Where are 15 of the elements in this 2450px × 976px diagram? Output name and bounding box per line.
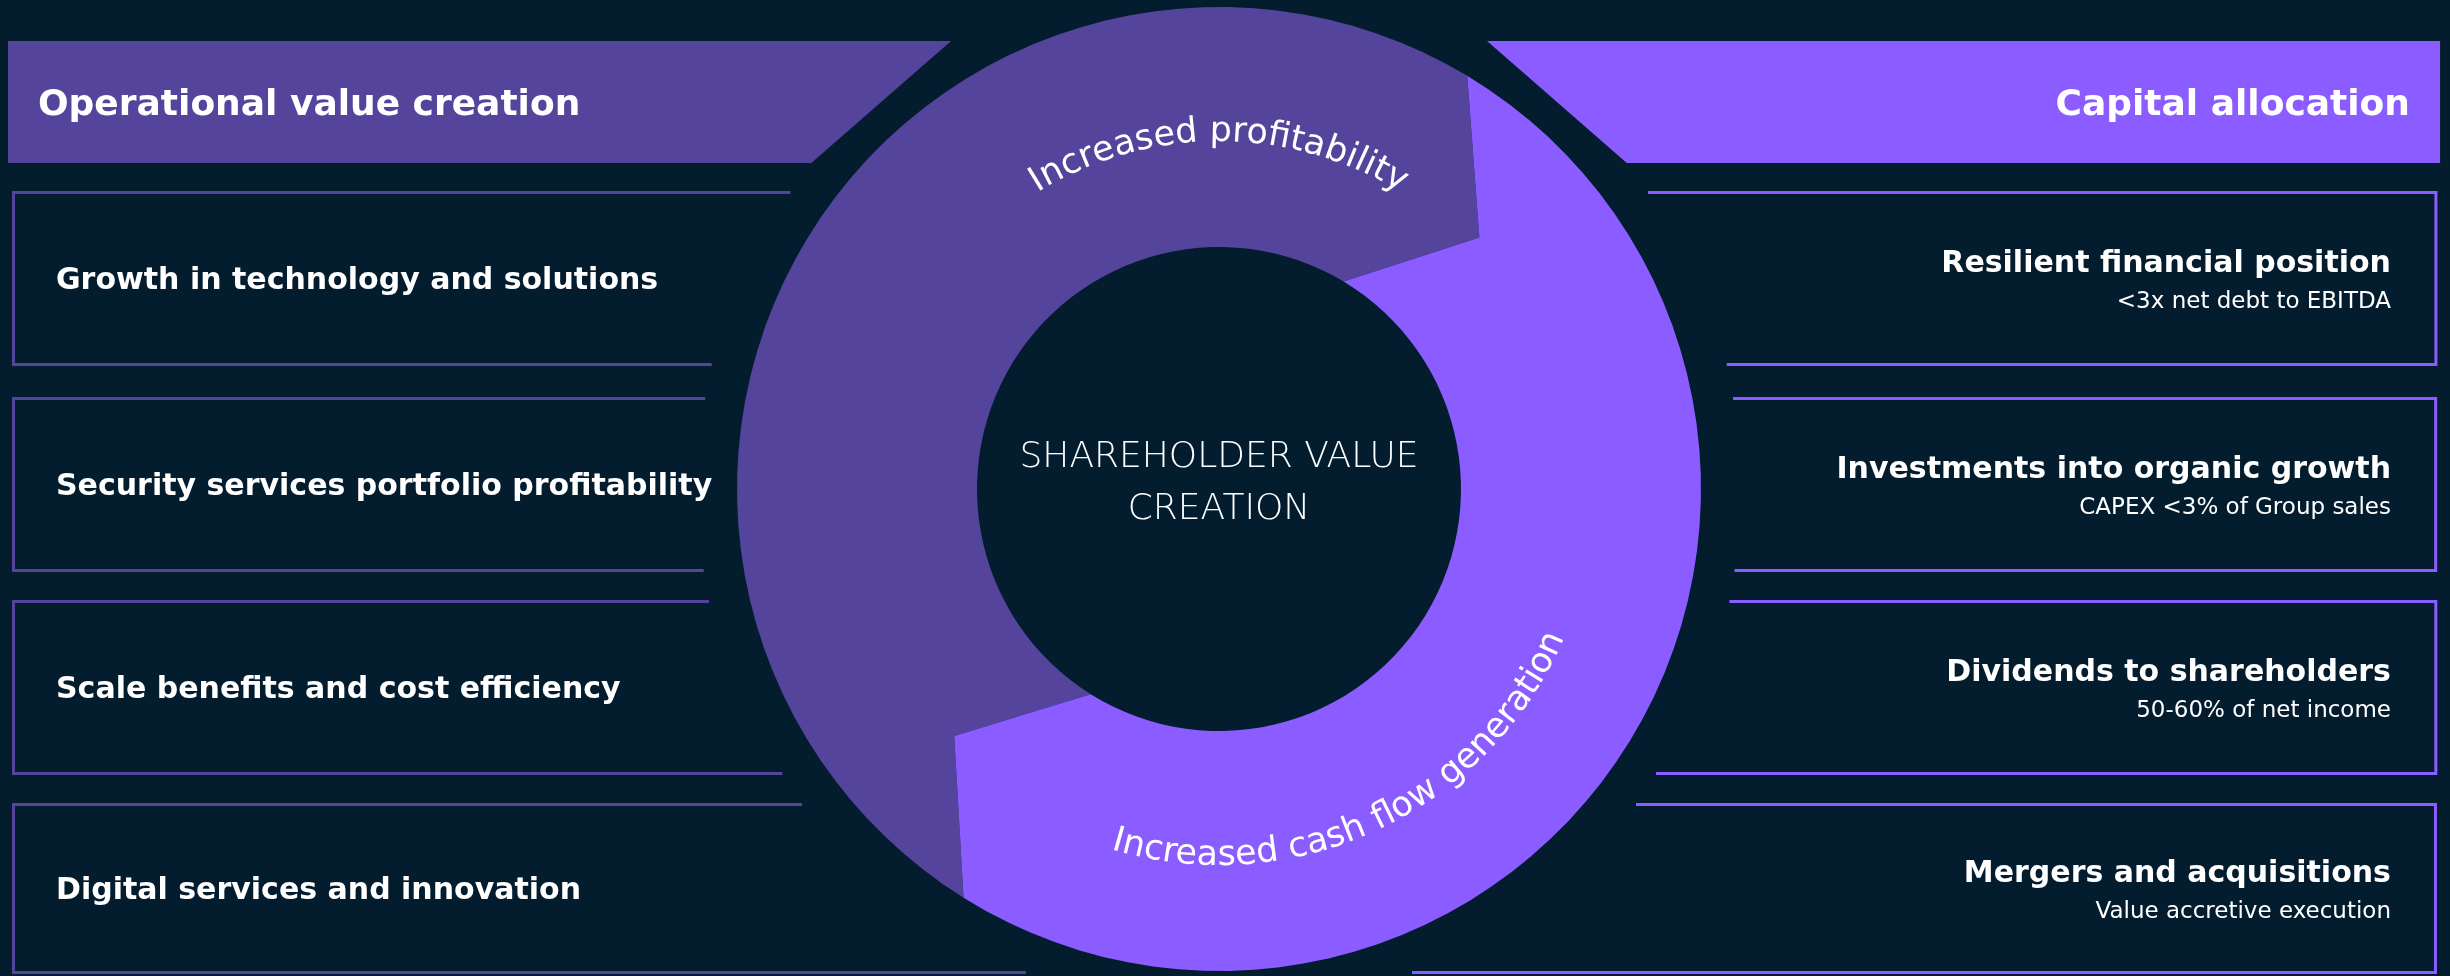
item-title: Dividends to shareholders [1946, 653, 2391, 688]
item-title: Mergers and acquisitions [1963, 854, 2391, 889]
item-note: CAPEX <3% of Group sales [2079, 493, 2391, 519]
section-heading: Capital allocation [2055, 81, 2410, 123]
item-note: <3x net debt to EBITDA [2116, 287, 2391, 313]
item-title: Growth in technology and solutions [56, 261, 659, 296]
section-heading: Operational value creation [38, 81, 581, 123]
item-title: Scale benefits and cost efficiency [56, 670, 621, 705]
center-label: SHAREHOLDER VALUE CREATION [1019, 433, 1419, 529]
item-note: 50-60% of net income [2136, 696, 2391, 722]
item-title: Resilient financial position [1941, 244, 2391, 279]
item-title: Investments into organic growth [1836, 450, 2391, 485]
item-title: Digital services and innovation [56, 871, 582, 906]
item-note: Value accretive execution [2095, 897, 2391, 923]
item-title: Security services portfolio profitability [56, 467, 713, 502]
